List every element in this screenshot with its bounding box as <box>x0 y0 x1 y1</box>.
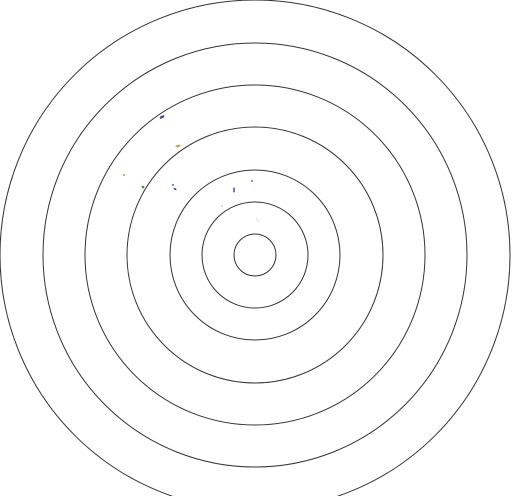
marker-m8 <box>251 179 253 183</box>
marker-m9 <box>221 205 223 207</box>
marker-m2 <box>175 144 181 148</box>
marker-m11 <box>256 218 258 220</box>
ring-5 <box>84 84 426 426</box>
ring-3 <box>169 169 341 341</box>
marker-m10 <box>257 220 259 222</box>
marker-m5 <box>141 185 145 189</box>
marker-m4 <box>172 184 174 186</box>
marker-m6 <box>173 187 177 191</box>
ring-1 <box>233 233 277 277</box>
ring-2 <box>201 201 309 309</box>
markers-group <box>123 115 259 222</box>
ring-4 <box>126 126 384 384</box>
ring-6 <box>42 42 468 468</box>
marker-m1 <box>159 115 165 119</box>
marker-m7 <box>233 187 235 193</box>
marker-m3 <box>123 174 125 176</box>
